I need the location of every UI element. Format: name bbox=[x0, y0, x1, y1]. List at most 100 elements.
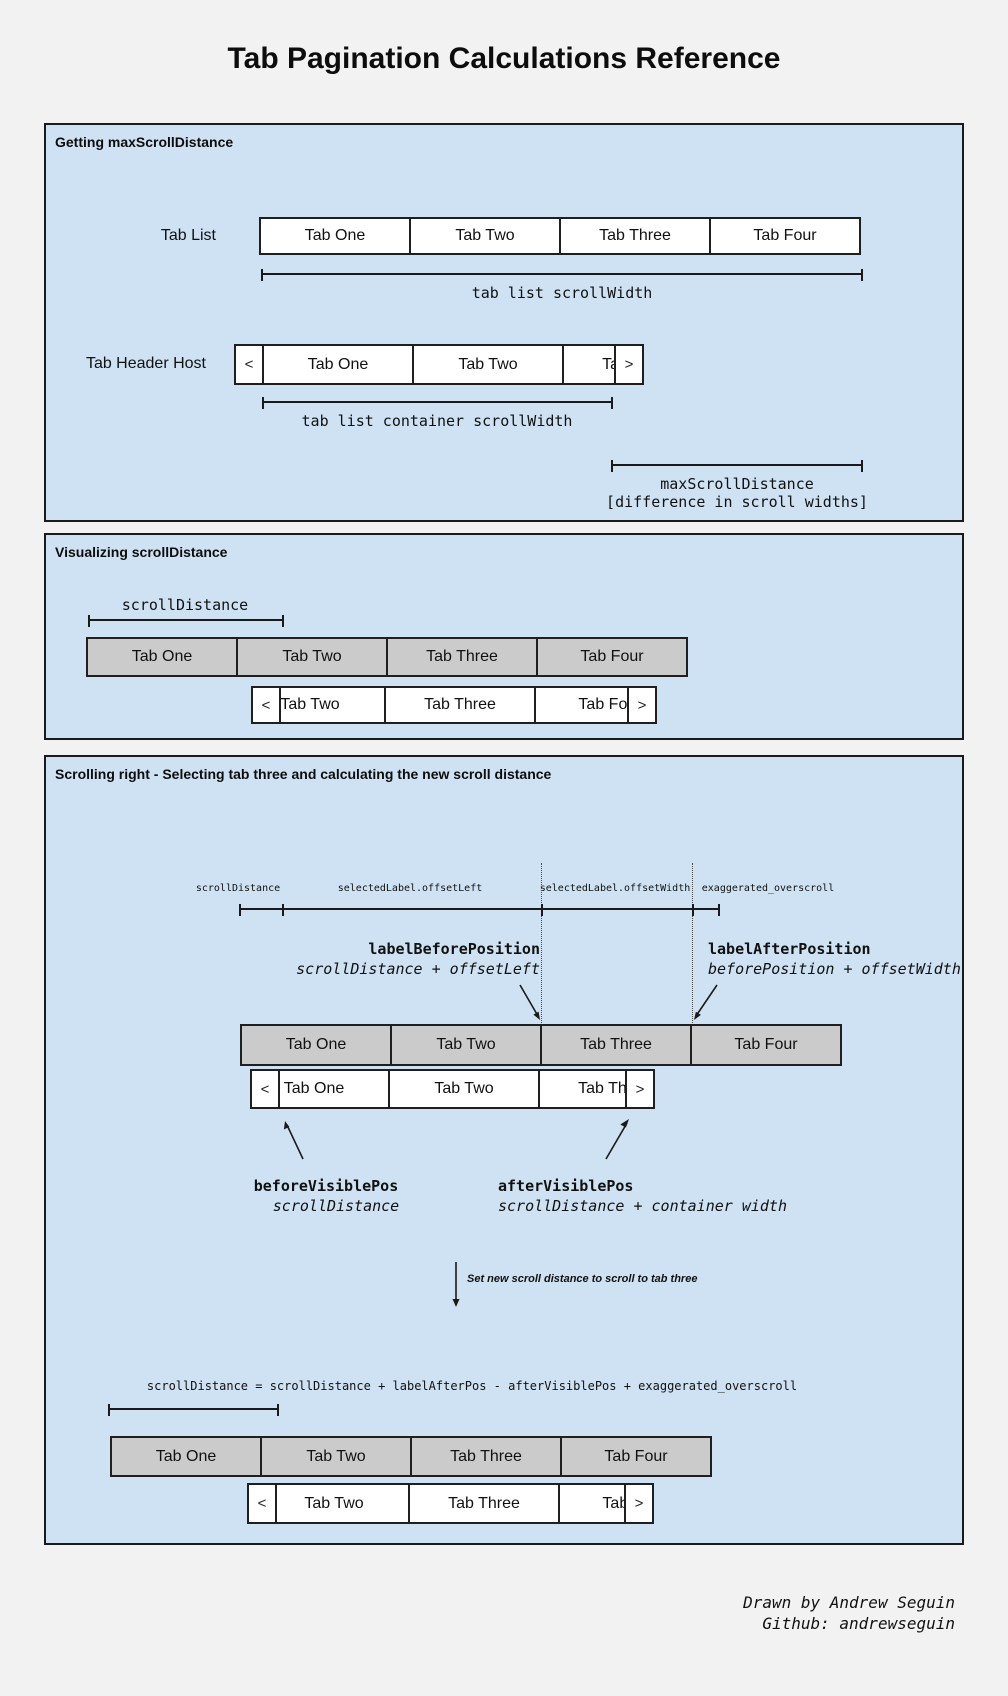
measure-label-scroll-distance: scrollDistance bbox=[195, 883, 281, 894]
tick bbox=[239, 904, 241, 916]
tab-cell: Tab Four bbox=[690, 1024, 842, 1066]
tick bbox=[611, 460, 613, 472]
tab-cell: Tab Two bbox=[412, 344, 564, 385]
tab-cell: Tab Four bbox=[560, 1436, 712, 1477]
label-after-position-title: labelAfterPosition bbox=[708, 940, 871, 958]
section-getting-max-scroll-distance: Getting maxScrollDistance Tab List Tab O… bbox=[44, 123, 964, 522]
tab-list-scroll-width-caption: tab list scrollWidth bbox=[471, 284, 653, 302]
tab-list-row: Tab One Tab Two Tab Three Tab Four bbox=[259, 217, 861, 255]
section-header: Scrolling right - Selecting tab three an… bbox=[55, 766, 552, 782]
section-header: Visualizing scrollDistance bbox=[55, 544, 228, 560]
tab-cell: Tab One bbox=[110, 1436, 262, 1477]
tab-cell: Tab Three bbox=[384, 686, 536, 724]
paginate-before-button: < bbox=[234, 344, 264, 385]
scroll-distance-caption: scrollDistance bbox=[121, 596, 249, 614]
dotted-guide-line bbox=[692, 863, 693, 1023]
tab-list-row-scrolled: Tab One Tab Two Tab Three Tab Four bbox=[110, 1436, 712, 1477]
tab-cell: Tab Three bbox=[408, 1483, 560, 1524]
tick bbox=[108, 1404, 110, 1416]
position-measure-ruler bbox=[239, 904, 720, 916]
chevron-left-icon: < bbox=[244, 356, 254, 373]
arrow-down-icon bbox=[452, 1262, 460, 1307]
tab-cell: Tab Three bbox=[562, 344, 614, 385]
tab-list-viewport: Tab One Tab Two Tab Three Tab Four bbox=[280, 1069, 625, 1109]
tab-cell: Tab Two bbox=[260, 1436, 412, 1477]
tab-cell: Tab Three bbox=[538, 1069, 625, 1109]
tick bbox=[282, 615, 284, 627]
tab-cell: Tab Two bbox=[390, 1024, 542, 1066]
label-after-position-formula: beforePosition + offsetWidth bbox=[708, 960, 961, 978]
section-visualizing-scroll-distance: Visualizing scrollDistance scrollDistanc… bbox=[44, 533, 964, 740]
chevron-left-icon: < bbox=[261, 696, 271, 714]
tab-cell: Tab One bbox=[264, 344, 414, 385]
paginate-before-button: < bbox=[250, 1069, 280, 1109]
tab-list-viewport: Tab One Tab Two Tab Three Tab Four bbox=[281, 686, 627, 724]
tick bbox=[718, 904, 720, 916]
tab-cell: Tab Four bbox=[558, 1483, 624, 1524]
label-before-position-title: labelBeforePosition bbox=[368, 940, 540, 958]
chevron-right-icon: > bbox=[635, 1080, 645, 1098]
chevron-right-icon: > bbox=[624, 356, 634, 373]
section-header: Getting maxScrollDistance bbox=[55, 134, 234, 150]
after-visible-pos-formula: scrollDistance + container width bbox=[498, 1197, 787, 1215]
tab-cell: Tab Three bbox=[559, 217, 711, 255]
tick bbox=[541, 904, 543, 916]
arrow-to-tab-end-icon bbox=[694, 984, 718, 1020]
tab-cell: Tab Three bbox=[386, 637, 538, 677]
tab-header-host: < Tab One Tab Two Tab Three Tab Four > bbox=[234, 344, 644, 385]
tab-cell: Tab One bbox=[259, 217, 411, 255]
tab-cell: Tab Four bbox=[709, 217, 861, 255]
tab-list-scroll-width-ruler bbox=[261, 269, 863, 281]
tab-cell: Tab Four bbox=[534, 686, 627, 724]
tab-cell: Tab Two bbox=[409, 217, 561, 255]
tab-cell: Tab Two bbox=[388, 1069, 540, 1109]
tab-cell: Tab Two bbox=[236, 637, 388, 677]
before-visible-pos-title: beforeVisiblePos bbox=[253, 1177, 399, 1195]
tick bbox=[88, 615, 90, 627]
credit-line: Drawn by Andrew Seguin bbox=[743, 1593, 955, 1612]
scroll-distance-ruler bbox=[88, 615, 284, 627]
container-scroll-width-ruler bbox=[262, 397, 613, 409]
action-note: Set new scroll distance to scroll to tab… bbox=[467, 1273, 698, 1285]
tab-cell: Tab Two bbox=[281, 686, 386, 724]
new-scroll-distance-ruler bbox=[108, 1404, 279, 1416]
max-scroll-distance-note: [difference in scroll widths] bbox=[606, 493, 868, 511]
arrow-to-tab-start-icon bbox=[519, 984, 540, 1020]
tick bbox=[692, 904, 694, 916]
measure-label-offset-width: selectedLabel.offsetWidth bbox=[539, 883, 691, 894]
tick bbox=[262, 397, 264, 409]
chevron-left-icon: < bbox=[260, 1080, 270, 1098]
before-visible-pos-formula: scrollDistance bbox=[272, 1197, 400, 1215]
footer-credit: Drawn by Andrew Seguin Github: andrewseg… bbox=[555, 1592, 955, 1634]
tick bbox=[861, 269, 863, 281]
paginate-after-button: > bbox=[625, 1069, 655, 1109]
tab-list-viewport: Tab One Tab Two Tab Three Tab Four bbox=[277, 1483, 624, 1524]
tab-header-host-label: Tab Header Host bbox=[85, 355, 206, 372]
arrow-to-visible-end-icon bbox=[605, 1119, 629, 1160]
measure-label-overscroll: exaggerated_overscroll bbox=[701, 883, 835, 894]
label-before-position-formula: scrollDistance + offsetLeft bbox=[296, 960, 540, 978]
page-title: Tab Pagination Calculations Reference bbox=[227, 42, 781, 75]
tab-list-label: Tab List bbox=[160, 227, 216, 244]
tick bbox=[277, 1404, 279, 1416]
tab-header-host: < Tab One Tab Two Tab Three Tab Four > bbox=[250, 1069, 655, 1109]
max-scroll-distance-caption: maxScrollDistance bbox=[660, 475, 814, 493]
github-line: Github: andrewseguin bbox=[762, 1614, 955, 1633]
tab-cell: Tab Four bbox=[536, 637, 688, 677]
dotted-guide-line bbox=[541, 863, 542, 1023]
tab-cell: Tab One bbox=[280, 1069, 390, 1109]
tab-cell: Tab Three bbox=[540, 1024, 692, 1066]
chevron-left-icon: < bbox=[257, 1495, 267, 1512]
paginate-before-button: < bbox=[251, 686, 281, 724]
paginate-after-button: > bbox=[614, 344, 644, 385]
tab-list-row-scrolled: Tab One Tab Two Tab Three Tab Four bbox=[86, 637, 688, 677]
chevron-right-icon: > bbox=[637, 696, 647, 714]
tick bbox=[861, 460, 863, 472]
paginate-before-button: < bbox=[247, 1483, 277, 1524]
tab-cell: Tab One bbox=[240, 1024, 392, 1066]
tick bbox=[282, 904, 284, 916]
arrow-to-visible-start-icon bbox=[283, 1121, 304, 1160]
container-scroll-width-caption: tab list container scrollWidth bbox=[301, 412, 573, 430]
tab-cell: Tab Three bbox=[410, 1436, 562, 1477]
tab-list-viewport: Tab One Tab Two Tab Three Tab Four bbox=[264, 344, 614, 385]
